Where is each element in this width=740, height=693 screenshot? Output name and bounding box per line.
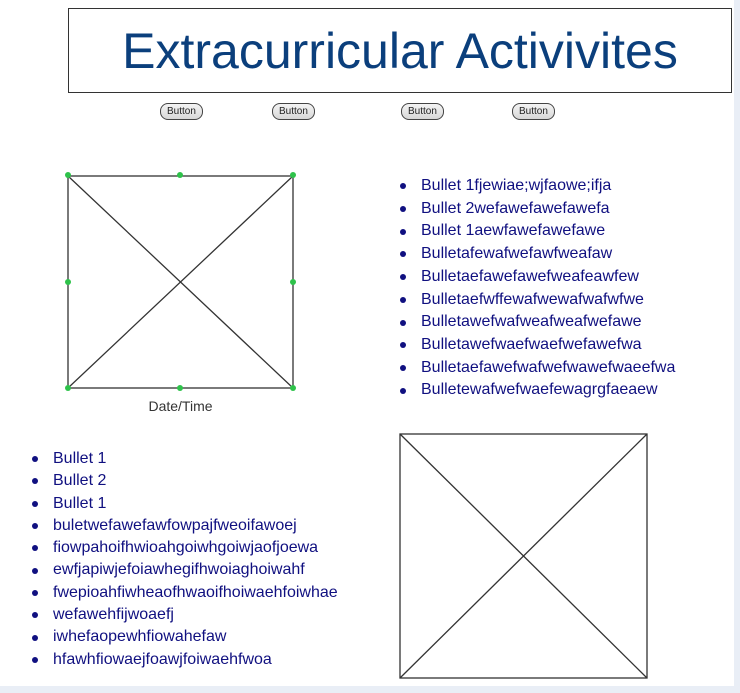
list-item: Bulletaefawefawefweafeawfew — [399, 266, 675, 289]
button-2[interactable]: Button — [272, 103, 315, 120]
resize-handle-top-right[interactable] — [290, 172, 296, 178]
list-item: Bulletaefawefwafwefwawefwaeefwa — [399, 357, 675, 380]
list-item: Bulletaefwffewafwewafwafwfwe — [399, 289, 675, 312]
list-item: Bulletawefwafweafweafwefawe — [399, 311, 675, 334]
list-item: fwepioahfiwheaofhwaoifhoiwaehfoiwhae — [31, 582, 338, 604]
bullet-list-left[interactable]: Bullet 1 Bullet 2 Bullet 1 buletwefawefa… — [31, 448, 338, 671]
button-4[interactable]: Button — [512, 103, 555, 120]
list-item: Bulletewafwefwaefewagrgfaeaew — [399, 379, 675, 402]
button-3[interactable]: Button — [401, 103, 444, 120]
list-item: Bullet 1aewfawefawefawe — [399, 220, 675, 243]
list-item: Bullet 2 — [31, 470, 338, 492]
page-title: Extracurricular Activivites — [122, 22, 678, 79]
resize-handle-bottom[interactable] — [177, 385, 183, 391]
list-item: ewfjapiwjefoiawhegifhwoiaghoiwahf — [31, 559, 338, 581]
image-placeholder[interactable] — [399, 433, 649, 680]
resize-handle-top[interactable] — [177, 172, 183, 178]
image-caption: Date/Time — [148, 398, 213, 414]
list-item: buletwefawefawfowpajfweoifawoej — [31, 515, 338, 537]
list-item: Bullet 1 — [31, 493, 338, 515]
list-item: iwhefaopewhfiowahefaw — [31, 626, 338, 648]
list-item: Bullet 2wefawefawefawefa — [399, 198, 675, 221]
resize-handle-bottom-right[interactable] — [290, 385, 296, 391]
image-placeholder-selected[interactable] — [67, 175, 295, 390]
list-item: fiowpahoifhwioahgoiwhgoiwjaofjoewa — [31, 537, 338, 559]
title-box[interactable]: Extracurricular Activivites — [68, 8, 732, 93]
resize-handle-left[interactable] — [65, 279, 71, 285]
list-item: Bullet 1 — [31, 448, 338, 470]
resize-handle-bottom-left[interactable] — [65, 385, 71, 391]
list-item: wefawehfijwoaefj — [31, 604, 338, 626]
list-item: Bulletawefwaefwaefwefawefwa — [399, 334, 675, 357]
resize-handle-right[interactable] — [290, 279, 296, 285]
list-item: hfawhfiowaejfoawjfoiwaehfwoa — [31, 649, 338, 671]
list-item: Bullet 1fjewiae;wjfaowe;ifja — [399, 175, 675, 198]
resize-handle-top-left[interactable] — [65, 172, 71, 178]
bullet-list-right[interactable]: Bullet 1fjewiae;wjfaowe;ifja Bullet 2wef… — [399, 175, 675, 402]
list-item: Bulletafewafwefawfweafaw — [399, 243, 675, 266]
button-1[interactable]: Button — [160, 103, 203, 120]
